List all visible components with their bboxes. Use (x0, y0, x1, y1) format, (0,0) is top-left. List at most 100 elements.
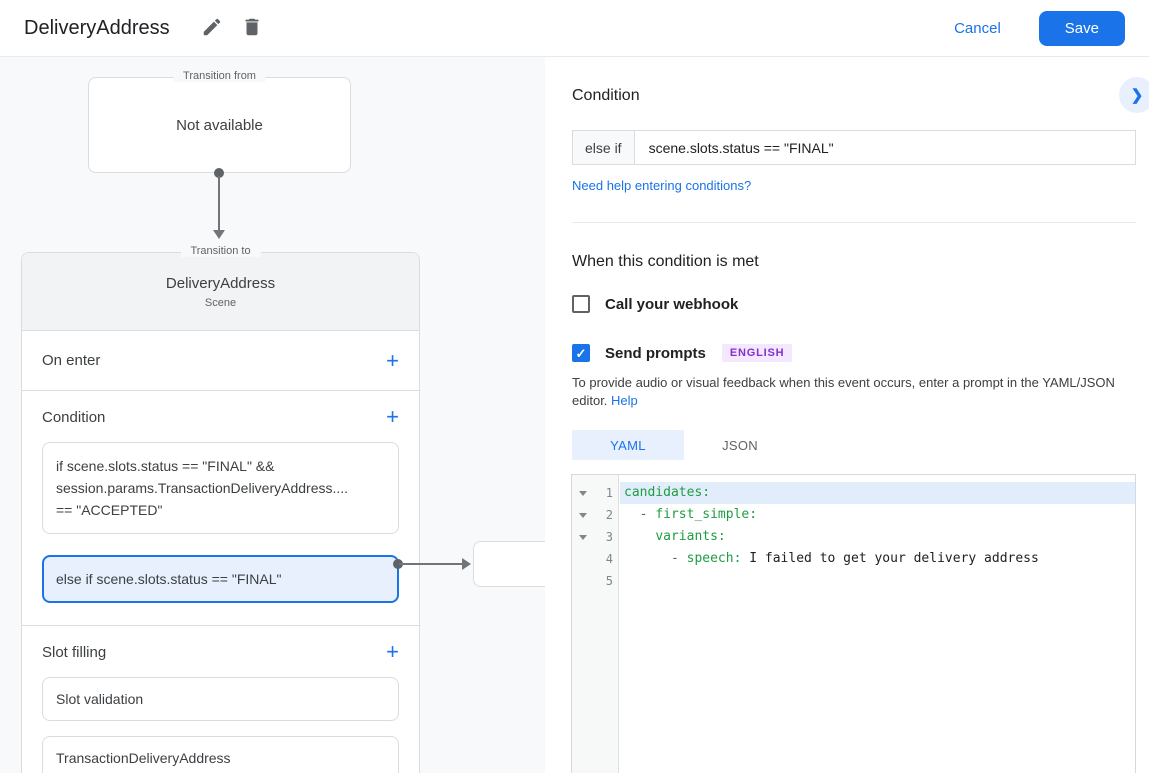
chevron-right-icon: ❯ (1130, 87, 1144, 104)
gutter-cell: 1 (572, 482, 620, 504)
collapse-panel-button[interactable]: ❯ (1119, 77, 1149, 113)
code-line[interactable] (620, 570, 1135, 592)
arrow-right-icon (462, 558, 471, 570)
scene-node-header[interactable]: DeliveryAddress Scene (22, 253, 419, 331)
code-token: first_simple: (655, 507, 758, 522)
send-prompts-row: ✓ Send prompts ENGLISH (572, 344, 1136, 362)
transition-from-value: Not available (176, 116, 263, 134)
panel-title: Condition (572, 87, 640, 104)
webhook-checkbox[interactable] (572, 295, 590, 313)
condition-line: if scene.slots.status == "FINAL" && (56, 458, 275, 474)
editor-line[interactable]: 3 variants: (572, 526, 1135, 548)
help-link[interactable]: Help (611, 392, 638, 408)
gutter-cell: 2 (572, 504, 620, 526)
transition-from-node: Transition from Not available (88, 70, 351, 173)
connector-dot (393, 559, 403, 569)
code-line[interactable]: - speech: I failed to get your delivery … (620, 548, 1135, 570)
editor-rows: 1 candidates: 2 - first_simple: 3 varian… (572, 475, 1135, 592)
code-token: variants: (655, 529, 726, 544)
condition-prefix-label: else if (573, 131, 635, 164)
editor-line[interactable]: 1 candidates: (572, 482, 1135, 504)
connector-line-vertical (218, 176, 220, 231)
slot-validation-item[interactable]: Slot validation (42, 677, 399, 721)
scene-diagram-panel: Transition from Not available Transition… (0, 57, 545, 773)
editor-gutter (572, 475, 619, 773)
code-token (624, 529, 655, 544)
slot-name-item[interactable]: TransactionDeliveryAddress (42, 736, 399, 773)
connector-line-horizontal (399, 563, 463, 565)
line-number: 1 (605, 486, 613, 500)
language-badge: ENGLISH (721, 344, 793, 362)
scene-name: DeliveryAddress (165, 274, 276, 292)
transition-from-label: Transition from (173, 70, 266, 82)
transition-target-node[interactable] (473, 541, 545, 587)
editor-line[interactable]: 2 - first_simple: (572, 504, 1135, 526)
slot-filling-title: Slot filling (42, 643, 107, 661)
code-token: speech: (686, 551, 742, 566)
tab-yaml[interactable]: YAML (572, 430, 684, 460)
condition-item-selected[interactable]: else if scene.slots.status == "FINAL" (42, 555, 399, 603)
webhook-label: Call your webhook (605, 295, 739, 313)
collapse-toggle-icon[interactable] (576, 535, 590, 540)
condition-editor-panel: ❯ Condition else if scene.slots.status =… (545, 57, 1149, 773)
yaml-code-editor[interactable]: 1 candidates: 2 - first_simple: 3 varian… (571, 474, 1136, 773)
code-token: - (624, 507, 656, 522)
line-number: 3 (605, 530, 613, 544)
slot-filling-section: Slot filling + Slot validation Transacti… (22, 626, 419, 773)
scene-type-label: Scene (204, 296, 237, 309)
code-line[interactable]: - first_simple: (620, 504, 1135, 526)
prompts-description: To provide audio or visual feedback when… (572, 374, 1136, 409)
prompts-description-text: To provide audio or visual feedback when… (572, 375, 1115, 408)
send-prompts-checkbox[interactable]: ✓ (572, 344, 590, 362)
condition-line: session.params.TransactionDeliveryAddres… (56, 480, 349, 496)
webhook-row: Call your webhook (572, 295, 1136, 313)
delete-button[interactable] (232, 8, 272, 48)
condition-section: Condition + if scene.slots.status == "FI… (22, 391, 419, 626)
code-line[interactable]: candidates: (620, 482, 1135, 504)
save-button[interactable]: Save (1038, 10, 1125, 46)
when-met-title: When this condition is met (572, 253, 759, 270)
cancel-button[interactable]: Cancel (954, 19, 1001, 37)
connector-dot (214, 168, 224, 178)
tab-json[interactable]: JSON (684, 430, 796, 460)
condition-input[interactable]: scene.slots.status == "FINAL" (648, 139, 834, 156)
editor-line[interactable]: 5 (572, 570, 1135, 592)
transition-to-label: Transition to (180, 245, 261, 257)
add-slot-button[interactable]: + (386, 639, 399, 664)
pencil-icon (201, 16, 223, 41)
editor-line[interactable]: 4 - speech: I failed to get your deliver… (572, 548, 1135, 570)
code-line[interactable]: variants: (620, 526, 1135, 548)
editor-tabs: YAML JSON (572, 430, 1136, 460)
send-prompts-label: Send prompts (605, 344, 706, 362)
code-token: I failed to get your delivery address (741, 551, 1039, 566)
top-bar: DeliveryAddress Cancel Save (0, 0, 1149, 57)
edit-button[interactable] (192, 8, 232, 48)
slot-filling-header: Slot filling + (42, 639, 399, 664)
collapse-toggle-icon[interactable] (576, 513, 590, 518)
line-number: 4 (605, 552, 613, 566)
on-enter-row: On enter + (22, 331, 419, 391)
code-token: candidates: (624, 485, 711, 500)
line-number: 5 (605, 574, 613, 588)
condition-section-header: Condition + (42, 404, 399, 429)
collapse-toggle-icon[interactable] (576, 491, 590, 496)
condition-line: == "ACCEPTED" (56, 502, 163, 518)
section-divider (572, 222, 1136, 223)
add-on-enter-button[interactable]: + (386, 347, 399, 373)
on-enter-title: On enter (42, 352, 101, 369)
arrow-down-icon (213, 230, 225, 239)
add-condition-button[interactable]: + (386, 404, 399, 429)
trash-icon (241, 16, 263, 41)
condition-input-row: else if scene.slots.status == "FINAL" (572, 130, 1136, 165)
gutter-cell: 5 (572, 570, 620, 592)
line-number: 2 (605, 508, 613, 522)
check-icon: ✓ (575, 345, 587, 361)
condition-item-first[interactable]: if scene.slots.status == "FINAL" && sess… (42, 442, 399, 534)
scene-node-card: Transition to DeliveryAddress Scene On e… (21, 245, 420, 773)
gutter-cell: 3 (572, 526, 620, 548)
page-title: DeliveryAddress (24, 16, 170, 39)
condition-line: else if scene.slots.status == "FINAL" (56, 571, 282, 587)
conditions-help-link[interactable]: Need help entering conditions? (572, 178, 752, 193)
code-token: - (624, 551, 687, 566)
